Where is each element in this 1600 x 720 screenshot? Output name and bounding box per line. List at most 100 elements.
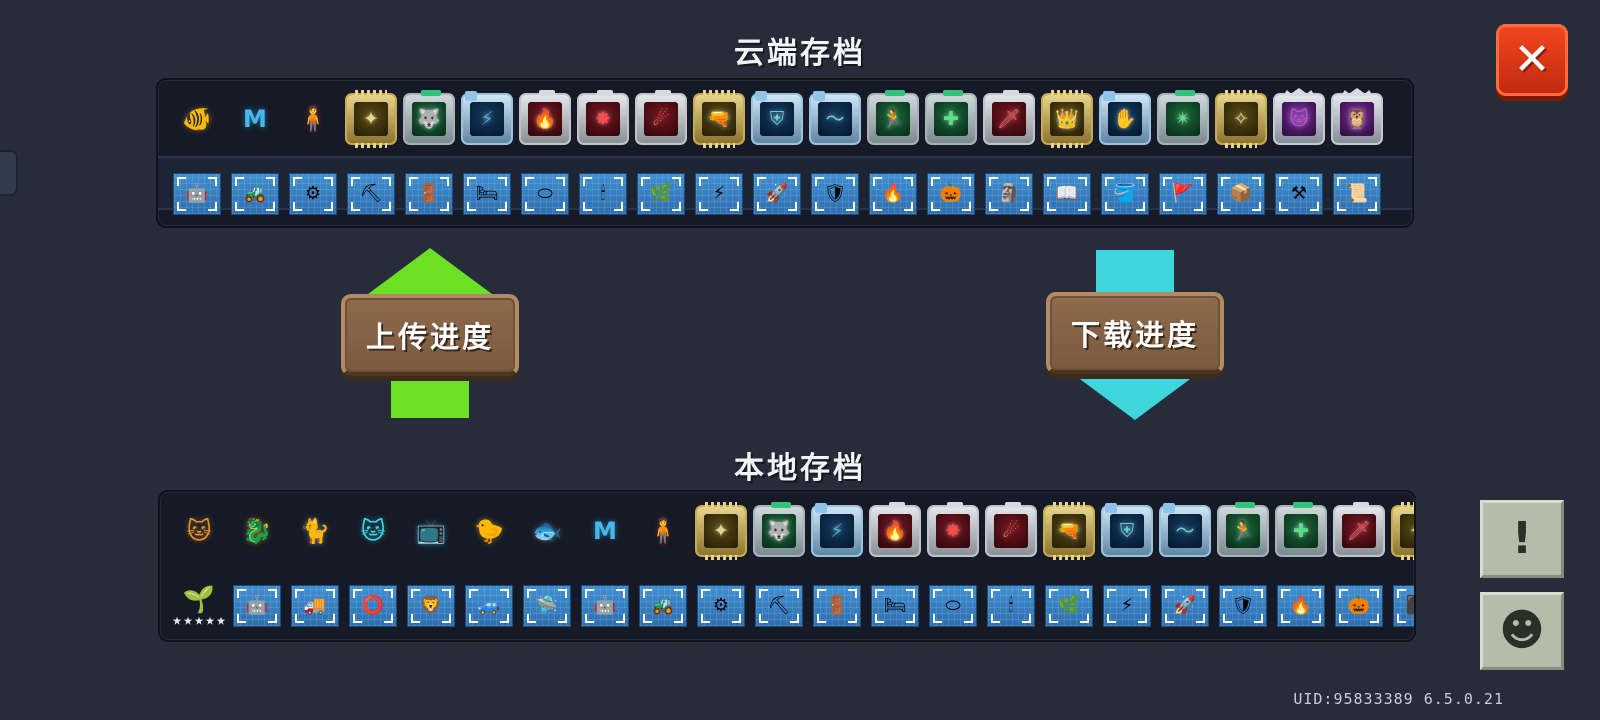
gold-shield-orb-tile[interactable]: 🛡 bbox=[1219, 585, 1267, 627]
local-character-row[interactable]: 🐱🐉🐈🐱📺🐤🐟M🧍✦🐺⚡🔥✸☄🔫⛨〜🏃✚🗡✦ bbox=[160, 492, 1414, 570]
flame-spikes-tile[interactable]: 🔥 bbox=[1277, 585, 1325, 627]
item-slot[interactable]: 📖 bbox=[1038, 171, 1096, 217]
item-slot[interactable]: ✧ bbox=[1212, 90, 1270, 148]
item-slot[interactable]: ⬭ bbox=[924, 583, 982, 629]
item-slot[interactable]: 〜 bbox=[1156, 502, 1214, 560]
left-edge-tab[interactable] bbox=[0, 150, 18, 196]
seedling-plant-cell[interactable]: 🌱 bbox=[170, 577, 228, 635]
red-card-flame-card[interactable]: 🔥 bbox=[869, 502, 921, 557]
item-slot[interactable]: 🐺 bbox=[750, 502, 808, 560]
item-slot[interactable]: 🐠 bbox=[168, 90, 226, 148]
item-slot[interactable]: 🤖 bbox=[576, 583, 634, 629]
item-slot[interactable]: ⚙ bbox=[284, 171, 342, 217]
gold-card-comet-card[interactable]: ✦ bbox=[695, 502, 747, 560]
red-artillery-tank-tile[interactable]: 🚜 bbox=[639, 585, 687, 627]
red-card-blade-card[interactable]: 🗡 bbox=[983, 90, 1035, 145]
item-slot[interactable]: 🚜 bbox=[634, 583, 692, 629]
item-slot[interactable]: 🚪 bbox=[400, 171, 458, 217]
item-slot[interactable]: ⚡ bbox=[690, 171, 748, 217]
item-slot[interactable]: 🤖 bbox=[168, 171, 226, 217]
item-slot[interactable]: 🦉 bbox=[1328, 90, 1386, 148]
item-slot[interactable]: ✦ bbox=[342, 90, 400, 148]
blue-mech-rider-tile[interactable]: 🤖 bbox=[233, 585, 281, 627]
torch-lamp-stand-tile[interactable]: 🕯 bbox=[987, 585, 1035, 627]
item-slot[interactable]: 🐈 bbox=[286, 502, 344, 560]
item-slot[interactable]: 🐱 bbox=[1270, 90, 1328, 148]
orange-turret-mech-tile[interactable]: ⚙ bbox=[697, 585, 745, 627]
item-slot[interactable]: 🔥 bbox=[1272, 583, 1330, 629]
item-slot[interactable]: 🌿 bbox=[632, 171, 690, 217]
electric-mine-tile[interactable]: ⚡ bbox=[1103, 585, 1151, 627]
item-slot[interactable]: ✸ bbox=[574, 90, 632, 148]
purple-card-cat-crown-card[interactable]: 🐱 bbox=[1273, 93, 1325, 145]
yellow-idol-totem-tile[interactable]: 🗿 bbox=[985, 173, 1033, 215]
avatar-button[interactable]: ☻ bbox=[1480, 592, 1564, 670]
item-slot[interactable]: 🐺 bbox=[400, 90, 458, 148]
item-slot[interactable]: M bbox=[226, 90, 284, 148]
item-slot[interactable]: ✦ bbox=[1388, 502, 1414, 560]
gold-card-comet-card[interactable]: ✦ bbox=[345, 90, 397, 148]
item-slot[interactable]: 📜 bbox=[1328, 171, 1386, 217]
item-slot[interactable]: 🚩 bbox=[1154, 171, 1212, 217]
item-slot[interactable]: 🤖 bbox=[228, 583, 286, 629]
bronze-ring-gate-tile[interactable]: ⭕ bbox=[349, 585, 397, 627]
item-slot[interactable]: 🚙 bbox=[460, 583, 518, 629]
item-slot[interactable]: 👑 bbox=[1038, 90, 1096, 148]
item-slot[interactable]: 🛡 bbox=[1214, 583, 1272, 629]
blue-saucer-pod-tile[interactable]: 🛸 bbox=[523, 585, 571, 627]
blue-card-wave-card[interactable]: 〜 bbox=[809, 91, 861, 145]
blue-card-shield-card[interactable]: ⛨ bbox=[751, 91, 803, 145]
item-slot[interactable]: 🐉 bbox=[228, 502, 286, 560]
close-button[interactable]: ✕ bbox=[1496, 24, 1568, 96]
item-slot[interactable]: ☄ bbox=[632, 90, 690, 148]
green-card-spark-card[interactable]: ✴ bbox=[1157, 90, 1209, 145]
red-card-burst-card[interactable]: ✸ bbox=[927, 502, 979, 557]
item-slot[interactable]: ✚ bbox=[1272, 502, 1330, 560]
item-slot[interactable]: 🦁 bbox=[402, 583, 460, 629]
green-card-runner-card[interactable]: 🏃 bbox=[1217, 502, 1269, 557]
item-slot[interactable]: 🚜 bbox=[226, 171, 284, 217]
item-slot[interactable]: 🕯 bbox=[574, 171, 632, 217]
red-card-flame-card[interactable]: 🔥 bbox=[519, 90, 571, 145]
green-card-beast-card[interactable]: 🐺 bbox=[403, 90, 455, 145]
item-slot[interactable]: 〜 bbox=[806, 90, 864, 148]
item-slot[interactable]: 🧍 bbox=[284, 90, 342, 148]
gold-card-pistol-card[interactable]: 🔫 bbox=[693, 90, 745, 148]
item-slot[interactable]: ⚒ bbox=[1270, 171, 1328, 217]
open-book-scroll-tile[interactable]: 📖 bbox=[1043, 173, 1091, 215]
help-button[interactable]: ! bbox=[1480, 500, 1564, 578]
item-slot[interactable]: ✸ bbox=[924, 502, 982, 560]
gold-shield-orb-tile[interactable]: 🛡 bbox=[811, 173, 859, 215]
flame-spikes-tile[interactable]: 🔥 bbox=[869, 173, 917, 215]
orange-turret-mech-tile[interactable]: ⚙ bbox=[289, 173, 337, 215]
rocket-launcher-tile[interactable]: 🚀 bbox=[1161, 585, 1209, 627]
item-slot[interactable]: ⛨ bbox=[1098, 502, 1156, 560]
item-slot[interactable]: ⛨ bbox=[748, 90, 806, 148]
pumpkin-lantern-tile[interactable]: 🎃 bbox=[927, 173, 975, 215]
item-slot[interactable]: 🚪 bbox=[808, 583, 866, 629]
item-slot[interactable]: 🐱 bbox=[344, 502, 402, 560]
partial-card-edge-card[interactable]: ✦ bbox=[1391, 502, 1414, 560]
item-slot[interactable]: 🎃 bbox=[922, 171, 980, 217]
item-slot[interactable]: 🐟 bbox=[518, 502, 576, 560]
item-slot[interactable]: 🔥 bbox=[864, 171, 922, 217]
item-slot[interactable]: 🏃 bbox=[864, 90, 922, 148]
item-slot[interactable]: ⭕ bbox=[344, 583, 402, 629]
card-document-tile[interactable]: 📜 bbox=[1333, 173, 1381, 215]
item-slot[interactable]: 🎃 bbox=[1330, 583, 1388, 629]
green-card-beast-card[interactable]: 🐺 bbox=[753, 502, 805, 557]
item-slot[interactable]: 🧍 bbox=[634, 502, 692, 560]
item-slot[interactable]: ⬭ bbox=[516, 171, 574, 217]
partial-tile-edge-tile[interactable]: ⬛ bbox=[1393, 585, 1414, 627]
item-slot[interactable]: ☄ bbox=[982, 502, 1040, 560]
dark-gun-platform-tile[interactable]: ⛏ bbox=[347, 173, 395, 215]
item-slot[interactable]: 🕯 bbox=[982, 583, 1040, 629]
green-vine-patch-tile[interactable]: 🌿 bbox=[637, 173, 685, 215]
green-card-leaf-card[interactable]: ✚ bbox=[1275, 502, 1327, 557]
item-slot[interactable]: 🔥 bbox=[516, 90, 574, 148]
red-card-meteor-card[interactable]: ☄ bbox=[985, 502, 1037, 557]
item-slot[interactable]: 🔫 bbox=[690, 90, 748, 148]
gray-tank-tile[interactable]: 🚙 bbox=[465, 585, 513, 627]
green-card-leaf-card[interactable]: ✚ bbox=[925, 90, 977, 145]
item-slot[interactable]: 🐱 bbox=[170, 502, 228, 560]
